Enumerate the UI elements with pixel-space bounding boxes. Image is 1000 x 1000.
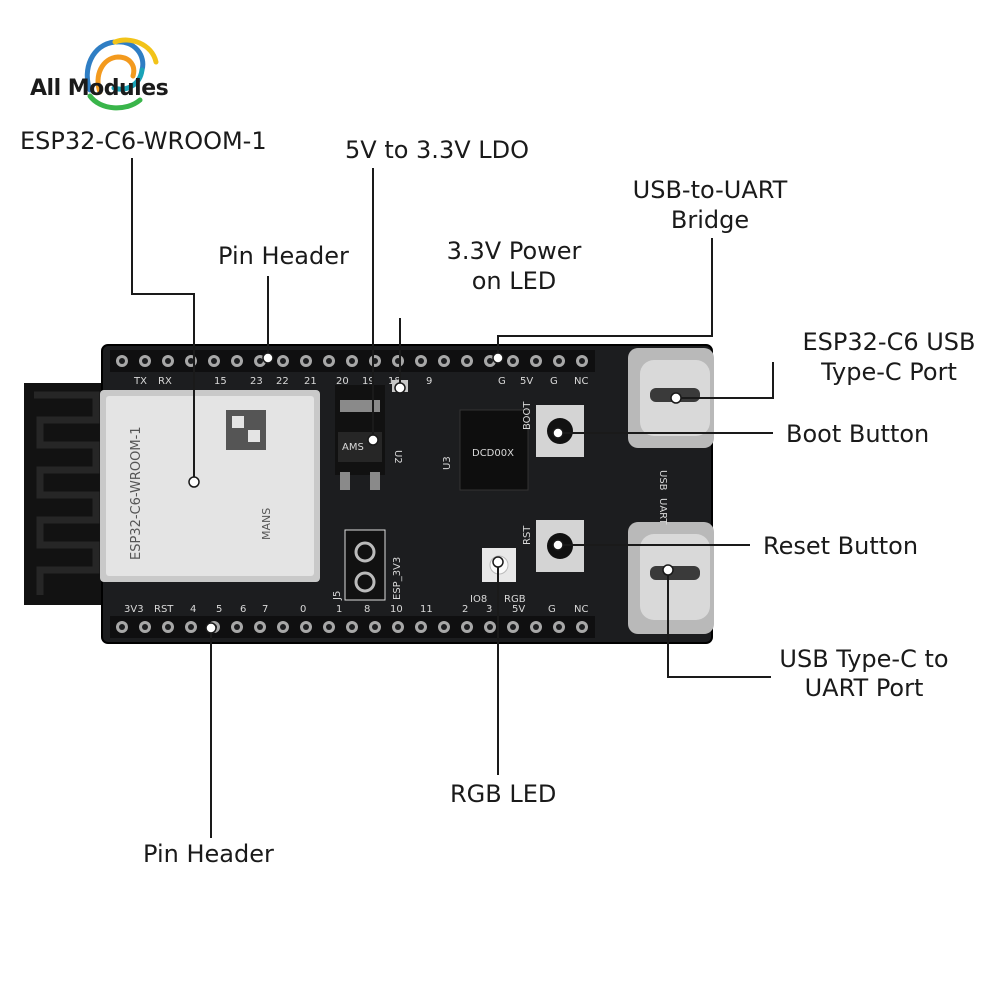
svg-text:MANS: MANS [260,508,273,540]
svg-text:22: 22 [276,376,289,387]
top-pin-header [110,350,595,372]
label-uart-port-line2: UART Port [804,674,924,702]
svg-text:NC: NC [574,604,588,615]
label-power-led-line1: 3.3V Power [446,237,582,265]
svg-text:NC: NC [574,376,588,387]
top-pin-labels: TX RX 15 23 22 21 20 19 18 9 G 5V G NC [133,376,588,387]
jumper-j5: J5 ESP_3V3 [332,529,403,601]
svg-text:15: 15 [214,376,227,387]
svg-text:19: 19 [362,376,375,387]
svg-text:G: G [550,376,558,387]
logo-text: All Modules [30,76,169,101]
svg-text:RX: RX [158,376,172,387]
svg-text:ESP_3V3: ESP_3V3 [392,557,403,600]
svg-text:UART: UART [657,498,668,525]
label-pin-header-top: Pin Header [218,242,349,270]
svg-text:BOOT: BOOT [522,401,533,430]
label-pin-header-bottom: Pin Header [143,840,274,868]
svg-text:5: 5 [216,604,222,615]
svg-text:4: 4 [190,604,196,615]
svg-text:3: 3 [486,604,492,615]
svg-text:TX: TX [133,376,147,387]
label-reset-button: Reset Button [763,532,919,560]
label-uart-port-line1: USB Type-C to [779,645,949,673]
label-usb-port-line1: ESP32-C6 USB [802,328,976,356]
label-power-led-line2: on LED [471,267,557,295]
svg-text:USB: USB [657,470,668,491]
antenna-area [24,383,106,605]
svg-text:IO8: IO8 [470,594,487,605]
svg-text:5V: 5V [520,376,533,387]
svg-text:AMS: AMS [342,442,364,453]
svg-text:RGB: RGB [504,594,526,605]
svg-text:9: 9 [426,376,432,387]
svg-text:20: 20 [336,376,349,387]
usb-uart-bridge-chip: DCD00X U3 [442,409,529,491]
svg-text:G: G [548,604,556,615]
svg-text:ESP32-C6-WROOM-1: ESP32-C6-WROOM-1 [129,426,144,560]
callout-dots [188,352,682,634]
callout-lines [131,158,774,838]
svg-text:1: 1 [336,604,342,615]
svg-text:DCD00X: DCD00X [472,448,514,459]
label-ldo: 5V to 3.3V LDO [345,136,529,164]
svg-text:RST: RST [522,525,533,545]
svg-text:8: 8 [364,604,370,615]
bottom-pin-labels: 3V3 RST 4 5 6 7 0 1 8 10 11 2 3 5V G NC [124,604,588,615]
svg-text:U3: U3 [442,456,453,470]
svg-text:10: 10 [390,604,403,615]
svg-text:7: 7 [262,604,268,615]
svg-text:23: 23 [250,376,263,387]
svg-text:RST: RST [154,604,174,615]
label-esp32-module: ESP32-C6-WROOM-1 [20,127,267,155]
usb-c-port-uart [628,522,714,634]
label-rgb-led: RGB LED [450,780,557,808]
svg-text:5V: 5V [512,604,525,615]
svg-text:U2: U2 [392,450,403,464]
bottom-pin-header [110,616,595,638]
svg-text:21: 21 [304,376,317,387]
svg-text:6: 6 [240,604,246,615]
svg-text:J5: J5 [332,591,343,601]
svg-text:2: 2 [462,604,468,615]
all-modules-logo-icon [84,37,159,111]
svg-text:0: 0 [300,604,306,615]
esp32-module: ESP32-C6-WROOM-1 MANS [100,390,320,582]
ldo-regulator: AMS U2 [335,385,403,490]
label-usb-port-line2: Type-C Port [821,358,957,386]
label-uart-bridge-line1: USB-to-UART [632,176,788,204]
svg-text:G: G [498,376,506,387]
label-uart-bridge-line2: Bridge [670,206,750,234]
label-boot-button: Boot Button [786,420,930,448]
svg-text:11: 11 [420,604,433,615]
svg-text:3V3: 3V3 [124,604,144,615]
